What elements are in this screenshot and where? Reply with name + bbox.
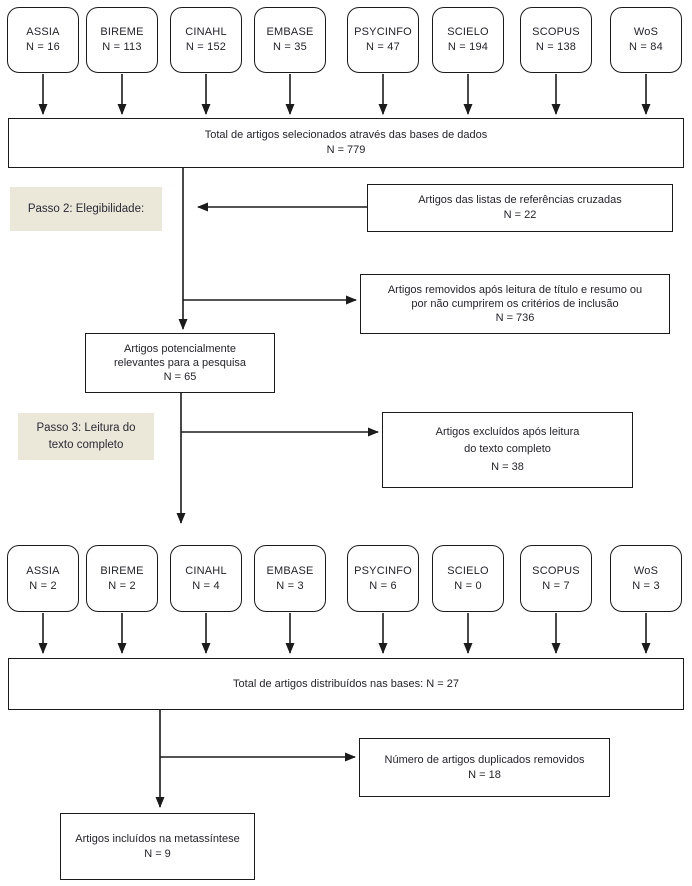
cross-references-box: Artigos das listas de referências cruzad… bbox=[367, 184, 673, 232]
included-metasynthesis-box: Artigos incluídos na metassíntese N = 9 bbox=[60, 813, 255, 880]
db-name: PSYCINFO bbox=[354, 564, 412, 577]
db-box-scopus-initial: SCOPUS N = 138 bbox=[520, 7, 592, 73]
db-count: N = 113 bbox=[102, 41, 142, 53]
db-count: N = 7 bbox=[542, 579, 570, 592]
db-box-embase-final: EMBASE N = 3 bbox=[254, 545, 326, 612]
db-count: N = 84 bbox=[629, 41, 663, 53]
db-count: N = 16 bbox=[26, 41, 60, 53]
db-count: N = 4 bbox=[192, 579, 220, 592]
step3-text-1: Passo 3: Leitura do bbox=[36, 422, 136, 435]
db-box-cinahl-final: CINAHL N = 4 bbox=[170, 545, 242, 612]
potentially-relevant-count: N = 65 bbox=[163, 371, 197, 384]
excluded-full-text-box: Artigos excluídos após leitura do texto … bbox=[382, 412, 633, 488]
db-box-bireme-initial: BIREME N = 113 bbox=[86, 7, 158, 73]
duplicates-text: Número de artigos duplicados removidos bbox=[384, 753, 585, 766]
db-box-psycinfo-initial: PSYCINFO N = 47 bbox=[347, 7, 419, 73]
db-box-assia-final: ASSIA N = 2 bbox=[7, 545, 79, 612]
excluded-count: N = 38 bbox=[491, 460, 524, 473]
total-distributed-text: Total de artigos distribuídos nas bases:… bbox=[233, 677, 459, 690]
excluded-text-2: do texto completo bbox=[464, 443, 551, 456]
db-name: ASSIA bbox=[26, 26, 60, 39]
db-name: EMBASE bbox=[266, 564, 314, 577]
db-count: N = 0 bbox=[454, 579, 482, 592]
removed-title-abstract-box: Artigos removidos após leitura de título… bbox=[360, 274, 670, 334]
db-box-embase-initial: EMBASE N = 35 bbox=[254, 7, 326, 73]
db-box-assia-initial: ASSIA N = 16 bbox=[7, 7, 79, 73]
db-count: N = 152 bbox=[185, 41, 227, 53]
removed-text-1: Artigos removidos após leitura de título… bbox=[387, 283, 643, 296]
db-box-wos-initial: WoS N = 84 bbox=[610, 7, 682, 73]
db-count: N = 47 bbox=[366, 41, 400, 53]
db-count: N = 35 bbox=[273, 41, 307, 53]
cross-references-text: Artigos das listas de referências cruzad… bbox=[418, 194, 622, 207]
duplicates-count: N = 18 bbox=[468, 768, 501, 781]
removed-text-2: por não cumprirem os critérios de inclus… bbox=[411, 297, 619, 310]
db-name: EMBASE bbox=[266, 26, 314, 39]
db-name: SCOPUS bbox=[532, 26, 580, 39]
cross-references-count: N = 22 bbox=[503, 209, 537, 221]
total-selected-count: N = 779 bbox=[326, 144, 366, 156]
db-name: CINAHL bbox=[185, 564, 227, 577]
duplicates-removed-box: Número de artigos duplicados removidos N… bbox=[359, 738, 610, 797]
step2-text: Passo 2: Elegibilidade: bbox=[27, 202, 145, 215]
db-name: WoS bbox=[633, 564, 659, 577]
db-name: WoS bbox=[633, 26, 659, 39]
db-box-psycinfo-final: PSYCINFO N = 6 bbox=[347, 545, 419, 612]
included-text: Artigos incluídos na metassíntese bbox=[75, 832, 240, 845]
db-box-scielo-initial: SCIELO N = 194 bbox=[432, 7, 504, 73]
db-name: PSYCINFO bbox=[354, 26, 412, 39]
db-name: SCOPUS bbox=[532, 564, 580, 577]
db-name: CINAHL bbox=[185, 26, 227, 39]
excluded-text-1: Artigos excluídos após leitura bbox=[435, 426, 580, 439]
db-count: N = 6 bbox=[369, 579, 397, 592]
included-count: N = 9 bbox=[144, 847, 171, 860]
db-box-scielo-final: SCIELO N = 0 bbox=[432, 545, 504, 612]
db-count: N = 3 bbox=[276, 579, 304, 592]
step3-text-2: texto completo bbox=[48, 438, 124, 451]
db-name: ASSIA bbox=[26, 564, 60, 577]
potentially-relevant-text-2: relevantes para a pesquisa bbox=[113, 356, 247, 369]
db-box-bireme-final: BIREME N = 2 bbox=[86, 545, 158, 612]
potentially-relevant-text-1: Artigos potencialmente bbox=[124, 342, 236, 355]
removed-count: N = 736 bbox=[495, 312, 535, 325]
db-count: N = 194 bbox=[447, 41, 489, 53]
db-name: SCIELO bbox=[447, 564, 489, 577]
db-count: N = 138 bbox=[535, 41, 577, 53]
potentially-relevant-box: Artigos potencialmente relevantes para a… bbox=[85, 333, 275, 393]
total-selected-box: Total de artigos selecionados através da… bbox=[8, 118, 684, 168]
db-count: N = 2 bbox=[29, 579, 57, 592]
db-name: SCIELO bbox=[447, 26, 489, 39]
total-distributed-box: Total de artigos distribuídos nas bases:… bbox=[8, 658, 684, 710]
db-box-cinahl-initial: CINAHL N = 152 bbox=[170, 7, 242, 73]
db-name: BIREME bbox=[100, 26, 144, 39]
db-box-scopus-final: SCOPUS N = 7 bbox=[520, 545, 592, 612]
db-count: N = 2 bbox=[108, 579, 136, 592]
db-name: BIREME bbox=[100, 564, 144, 577]
db-box-wos-final: WoS N = 3 bbox=[610, 545, 682, 612]
step3-label: Passo 3: Leitura do texto completo bbox=[18, 413, 154, 460]
db-count: N = 3 bbox=[632, 579, 660, 592]
step2-label: Passo 2: Elegibilidade: bbox=[10, 187, 162, 231]
total-selected-text: Total de artigos selecionados através da… bbox=[204, 129, 488, 142]
